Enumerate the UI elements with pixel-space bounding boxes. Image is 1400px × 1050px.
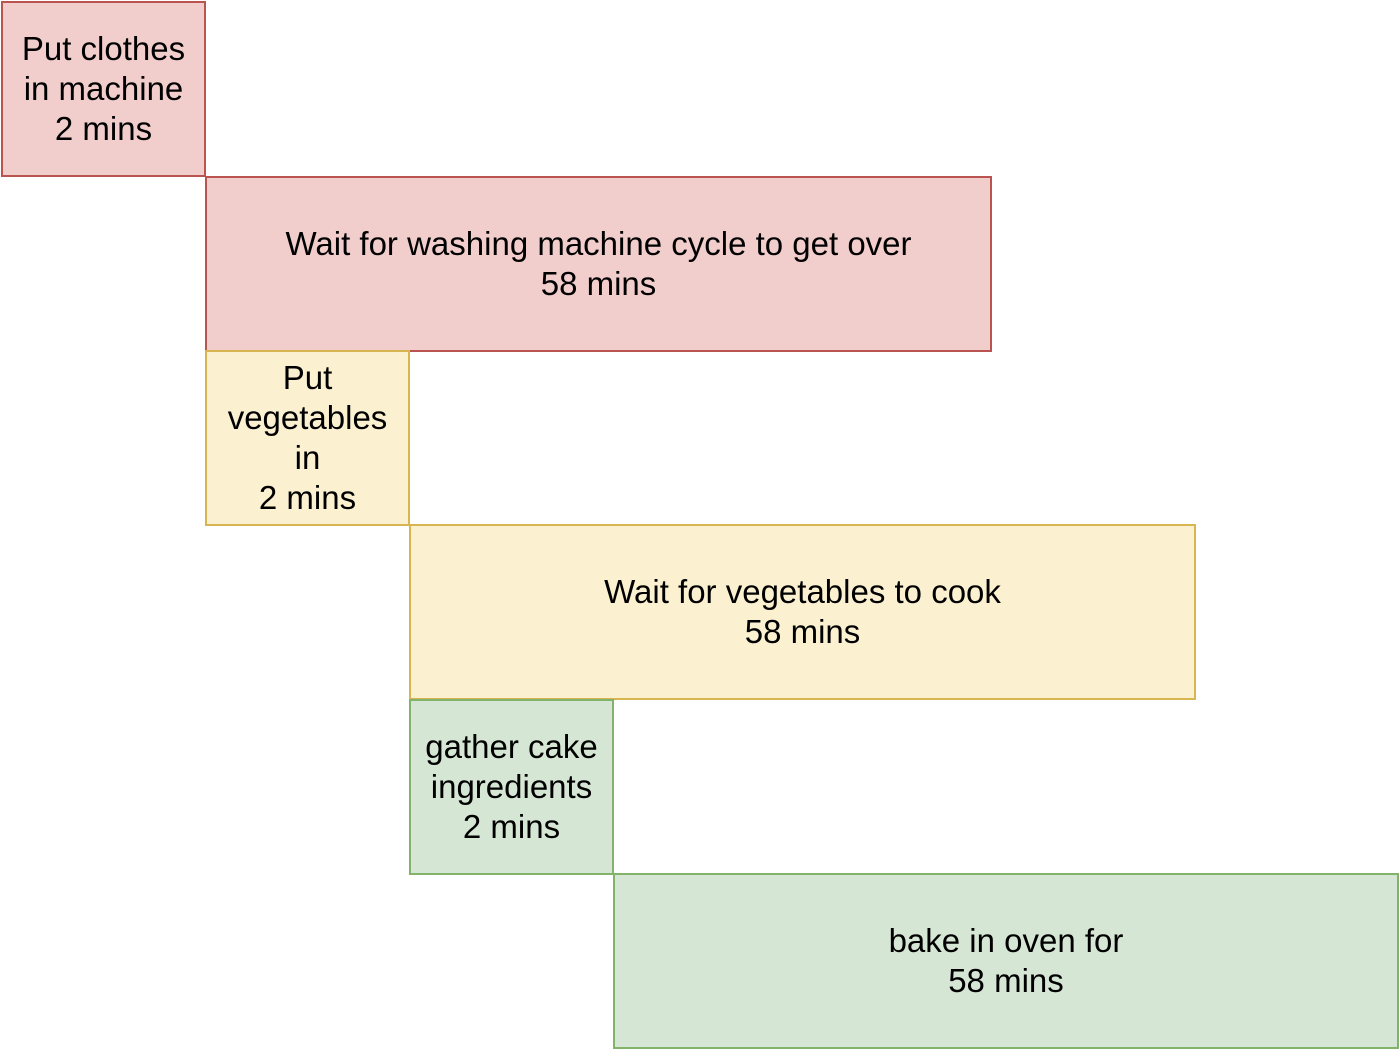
task-label: Wait for washing machine cycle to get ov… — [285, 224, 911, 304]
task-text-line: vegetables — [227, 399, 388, 436]
task-bake-in-oven: bake in oven for 58 mins — [613, 873, 1399, 1049]
task-gather-cake-ingredients: gather cake ingredients 2 mins — [409, 699, 614, 875]
task-text-line: bake in oven for — [888, 922, 1124, 959]
task-duration: 2 mins — [462, 808, 561, 845]
task-duration: 58 mins — [744, 613, 861, 650]
task-duration: 58 mins — [540, 265, 657, 302]
task-put-clothes-in-machine: Put clothes in machine 2 mins — [1, 1, 206, 177]
task-text-line: Put — [282, 359, 333, 396]
task-text-line: ingredients — [430, 768, 593, 805]
task-label: Put vegetables in 2 mins — [228, 358, 388, 518]
task-duration: 58 mins — [948, 962, 1064, 999]
task-put-vegetables-in: Put vegetables in 2 mins — [205, 350, 410, 526]
task-wait-vegetables-cook: Wait for vegetables to cook 58 mins — [409, 524, 1196, 700]
task-text-line: Wait for washing machine cycle to get ov… — [285, 225, 912, 262]
task-label: bake in oven for 58 mins — [889, 921, 1124, 1001]
task-text-line: in machine — [23, 70, 184, 107]
task-duration: 2 mins — [258, 479, 357, 516]
task-label: gather cake ingredients 2 mins — [425, 727, 597, 847]
task-text-line: Put clothes — [21, 30, 186, 67]
task-label: Wait for vegetables to cook 58 mins — [604, 572, 1001, 652]
task-duration: 2 mins — [54, 110, 153, 147]
task-text-line: gather cake — [425, 728, 598, 765]
task-wait-washing-machine: Wait for washing machine cycle to get ov… — [205, 176, 992, 352]
task-label: Put clothes in machine 2 mins — [22, 29, 185, 149]
task-text-line: in — [294, 439, 321, 476]
task-text-line: Wait for vegetables to cook — [604, 573, 1001, 610]
